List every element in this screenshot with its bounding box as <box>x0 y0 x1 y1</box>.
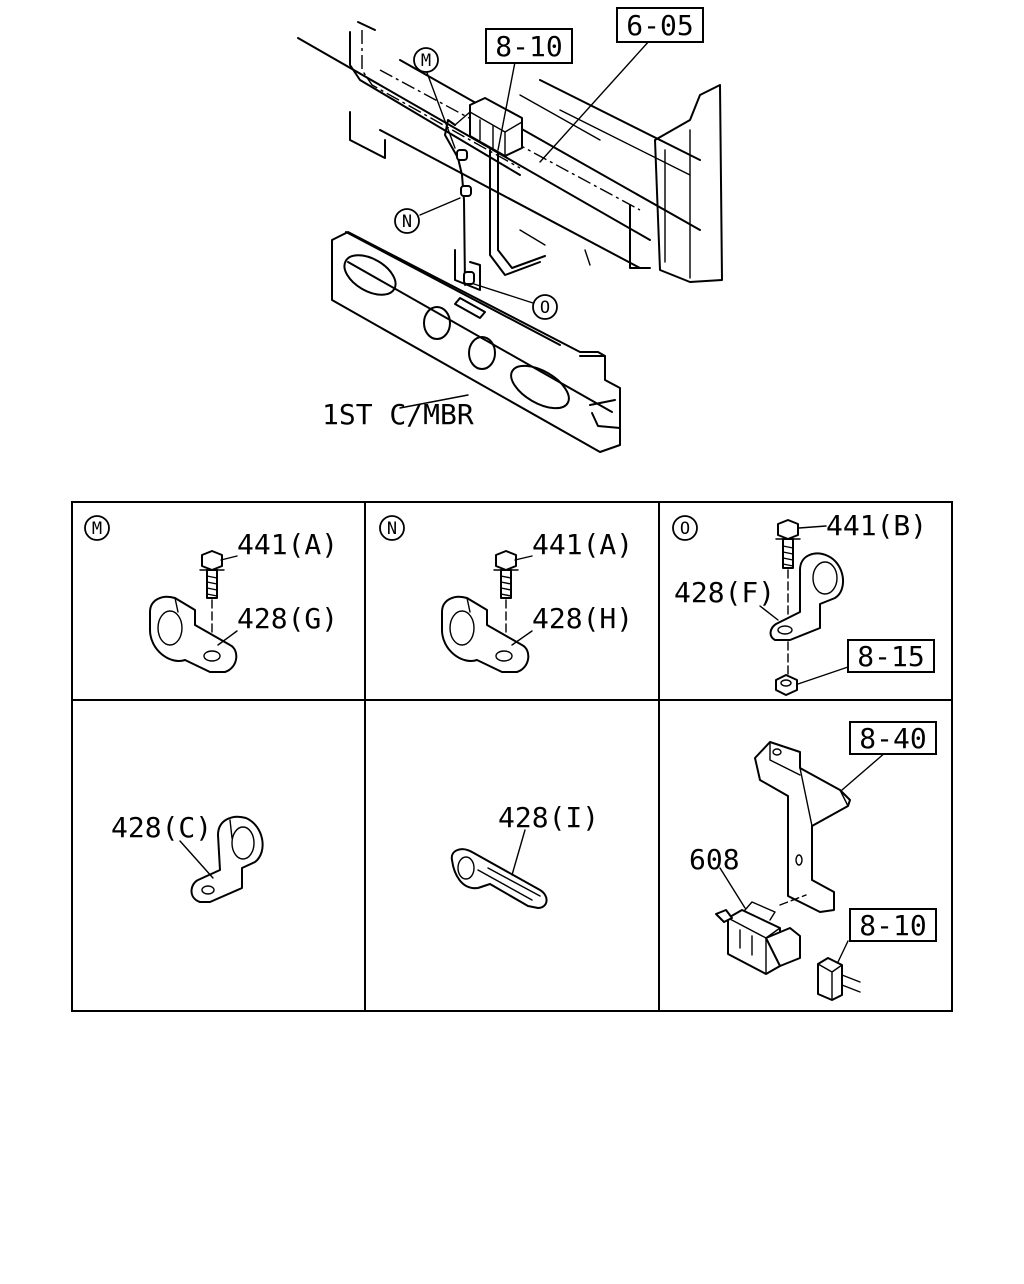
panel-m-marker: M <box>84 515 110 541</box>
leader-m <box>425 69 456 149</box>
svg-text:8-40: 8-40 <box>859 722 926 755</box>
svg-text:O: O <box>680 519 690 539</box>
callout-n: N <box>394 208 420 234</box>
panel-n-marker: N <box>379 515 405 541</box>
panel-switch: 8-40 608 8-10 <box>689 721 937 1001</box>
panel-o-bolt <box>775 519 801 676</box>
panel-o-nut <box>775 674 798 696</box>
leader-6-05 <box>539 39 651 163</box>
panel-i-clip <box>450 848 548 909</box>
panel-m-bolt <box>199 550 225 656</box>
panel-i-leader <box>511 829 526 876</box>
bracket-ref-box: 8-40 <box>849 721 937 755</box>
panel-i: 428(I) <box>450 801 599 909</box>
panel-o-clip-label: 428(F) <box>674 576 775 609</box>
detail-grid <box>71 501 953 1012</box>
frame-label: 1ST C/MBR <box>322 398 474 431</box>
panel-o-clip <box>769 552 844 641</box>
panel-c-leader <box>179 840 214 879</box>
panel-o-nut-ref-box: 8-15 <box>847 639 935 673</box>
panel-n: N 441(A) 428(H) <box>379 515 633 673</box>
main-exploded-view: M N O 8-10 6-05 1ST C/MBR <box>297 7 723 453</box>
panel-n-clip <box>441 595 530 673</box>
sensor-cable <box>444 111 481 291</box>
svg-text:8-10: 8-10 <box>495 30 562 63</box>
switch-608 <box>715 901 801 975</box>
panel-o-clip-leader <box>759 605 779 621</box>
panel-m-clip-label: 428(G) <box>237 602 338 635</box>
frame-rail <box>297 21 723 283</box>
switch-leader <box>719 867 746 909</box>
svg-text:6-05: 6-05 <box>626 9 693 42</box>
panel-o-bolt-leader <box>798 525 827 529</box>
connector-ref-box: 8-10 <box>849 908 937 942</box>
leader-8-10 <box>497 61 516 151</box>
connector-8-10-detail <box>817 957 861 1001</box>
panel-c-clip-label: 428(C) <box>111 811 212 844</box>
bracket-8-40 <box>754 741 851 913</box>
panel-o: O 441(B) 428(F) 8-15 <box>672 509 935 696</box>
svg-text:M: M <box>421 51 431 71</box>
panel-n-bolt-leader <box>514 555 533 561</box>
panel-m-bolt-label: 441(A) <box>237 528 338 561</box>
callout-m: M <box>413 47 439 73</box>
panel-o-nut-leader <box>797 666 849 685</box>
panel-o-bolt-label: 441(B) <box>826 509 927 542</box>
connector-leader <box>837 940 849 963</box>
panel-n-clip-leader <box>511 630 533 646</box>
connector-8-10-main <box>469 97 523 157</box>
svg-text:8-10: 8-10 <box>859 909 926 942</box>
ref-box-6-05: 6-05 <box>616 7 704 43</box>
panel-o-marker: O <box>672 515 698 541</box>
svg-text:8-15: 8-15 <box>857 640 924 673</box>
callout-o: O <box>532 294 558 320</box>
panel-n-bolt-label: 441(A) <box>532 528 633 561</box>
panel-n-bolt <box>493 550 519 656</box>
panel-m-bolt-leader <box>220 555 238 561</box>
leader-o <box>473 283 534 304</box>
bracket-leader <box>841 751 887 791</box>
panel-c: 428(C) <box>111 811 264 903</box>
panel-m-clip <box>149 595 238 673</box>
panel-i-clip-label: 428(I) <box>498 801 599 834</box>
switch-mount-line <box>779 894 807 906</box>
svg-text:M: M <box>92 519 102 539</box>
ref-box-8-10-top: 8-10 <box>485 28 573 64</box>
leader-1st-cmbr <box>399 394 469 409</box>
panel-m-clip-leader <box>217 630 238 646</box>
cross-member <box>331 231 621 453</box>
leader-n <box>419 197 461 216</box>
svg-text:N: N <box>402 212 412 232</box>
panel-c-clip <box>190 815 264 903</box>
panel-n-clip-label: 428(H) <box>532 602 633 635</box>
svg-text:N: N <box>387 519 397 539</box>
svg-text:O: O <box>540 298 550 318</box>
panel-m: M 441(A) 428(G) <box>84 515 338 673</box>
switch-label: 608 <box>689 843 740 876</box>
